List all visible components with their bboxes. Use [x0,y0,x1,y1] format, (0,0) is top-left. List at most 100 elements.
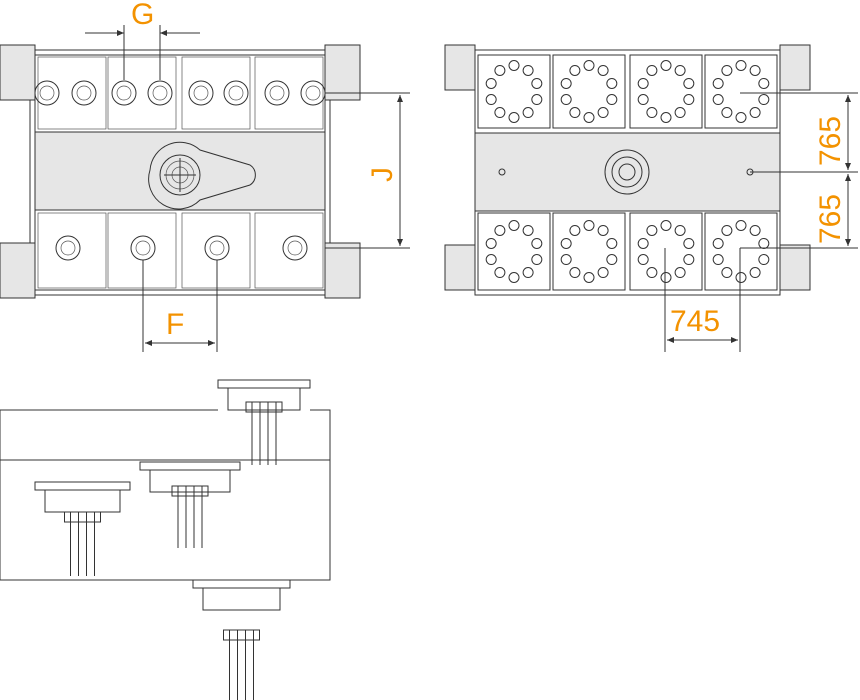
port-circle [147,80,173,106]
hole-circle [712,254,724,266]
hole-circle [508,220,520,231]
hole-circle [560,77,572,89]
hole-circle [508,272,520,283]
label-765-top: 765 [814,116,847,166]
hole-circle [712,77,724,89]
port-circle [111,80,137,106]
port-circle [204,235,230,261]
hole-circle [758,237,770,249]
hole-circle [712,94,724,106]
hole-circle [683,77,695,89]
hole-circle [674,64,686,76]
cell [704,54,778,129]
hole-circle [646,267,658,279]
port-inner [76,85,92,101]
corner-block [324,242,361,299]
hole-circle [721,107,733,119]
hole-circle [569,64,581,76]
hole-circle [735,112,747,123]
hole-circle [606,94,618,106]
hole-circle [597,64,609,76]
hole-circle [569,224,581,236]
cell [477,54,551,129]
hole-circle [749,64,761,76]
hole-circle [637,237,649,249]
hole-circle [597,267,609,279]
hole-circle [674,267,686,279]
hole-circle [721,64,733,76]
top-view-left: G J F [0,0,410,352]
center-band [474,132,781,212]
hole-circle [494,224,506,236]
port-inner [60,240,76,256]
hole-circle [508,60,520,71]
hole-circle [758,254,770,266]
hole-circle [597,107,609,119]
label-765-bottom: 765 [814,194,847,244]
connector-fixture [34,481,131,576]
port-inner [135,240,151,256]
port-circle [282,235,308,261]
port-inner [193,85,209,101]
hole-circle [560,254,572,266]
hole-circle [583,220,595,231]
dimension-g: G [85,0,200,80]
hole-circle [560,94,572,106]
hole-circle [597,224,609,236]
hole-circle [494,107,506,119]
top-view-right: 765 765 745 [444,44,858,352]
section-view [0,379,331,700]
hole-circle [531,94,543,106]
hole-circle [485,254,497,266]
hole-circle [646,64,658,76]
hole-circle [569,267,581,279]
cell [254,212,324,289]
corner-block [0,242,36,299]
hole-circle [674,107,686,119]
hole-circle [660,272,672,283]
port-inner [305,85,321,101]
dimension-j: J [325,92,410,249]
corner-block [0,44,36,101]
hole-circle [660,112,672,123]
port-inner [39,85,55,101]
hole-circle [646,224,658,236]
hole-circle [749,267,761,279]
cell [254,56,324,130]
hole-circle [735,220,747,231]
port-inner [269,85,285,101]
hole-circle [485,237,497,249]
center-port [604,149,650,195]
port-inner [209,240,225,256]
port-inner [287,240,303,256]
hole-circle [522,224,534,236]
hole-circle [522,267,534,279]
hole-circle [485,94,497,106]
cell [181,212,251,289]
hole-circle [583,112,595,123]
cell [477,212,551,291]
connector-fixture [217,379,311,465]
frame-outline [29,49,331,296]
port-circle [71,80,97,106]
port-circle [34,80,60,106]
cell [629,54,703,129]
hole-circle [522,64,534,76]
hole-circle [606,77,618,89]
hole-circle [522,107,534,119]
hole-circle [606,254,618,266]
hole-circle [494,64,506,76]
cell [629,212,703,291]
port-circle [300,80,326,106]
hole-circle [721,224,733,236]
cell [107,212,177,289]
hole-circle [683,254,695,266]
dimension-f: F [142,260,218,352]
corner-block [324,44,361,101]
hole-circle [758,77,770,89]
hole-circle [531,77,543,89]
port-circle [223,80,249,106]
hole-circle [749,224,761,236]
hole-circle [583,60,595,71]
